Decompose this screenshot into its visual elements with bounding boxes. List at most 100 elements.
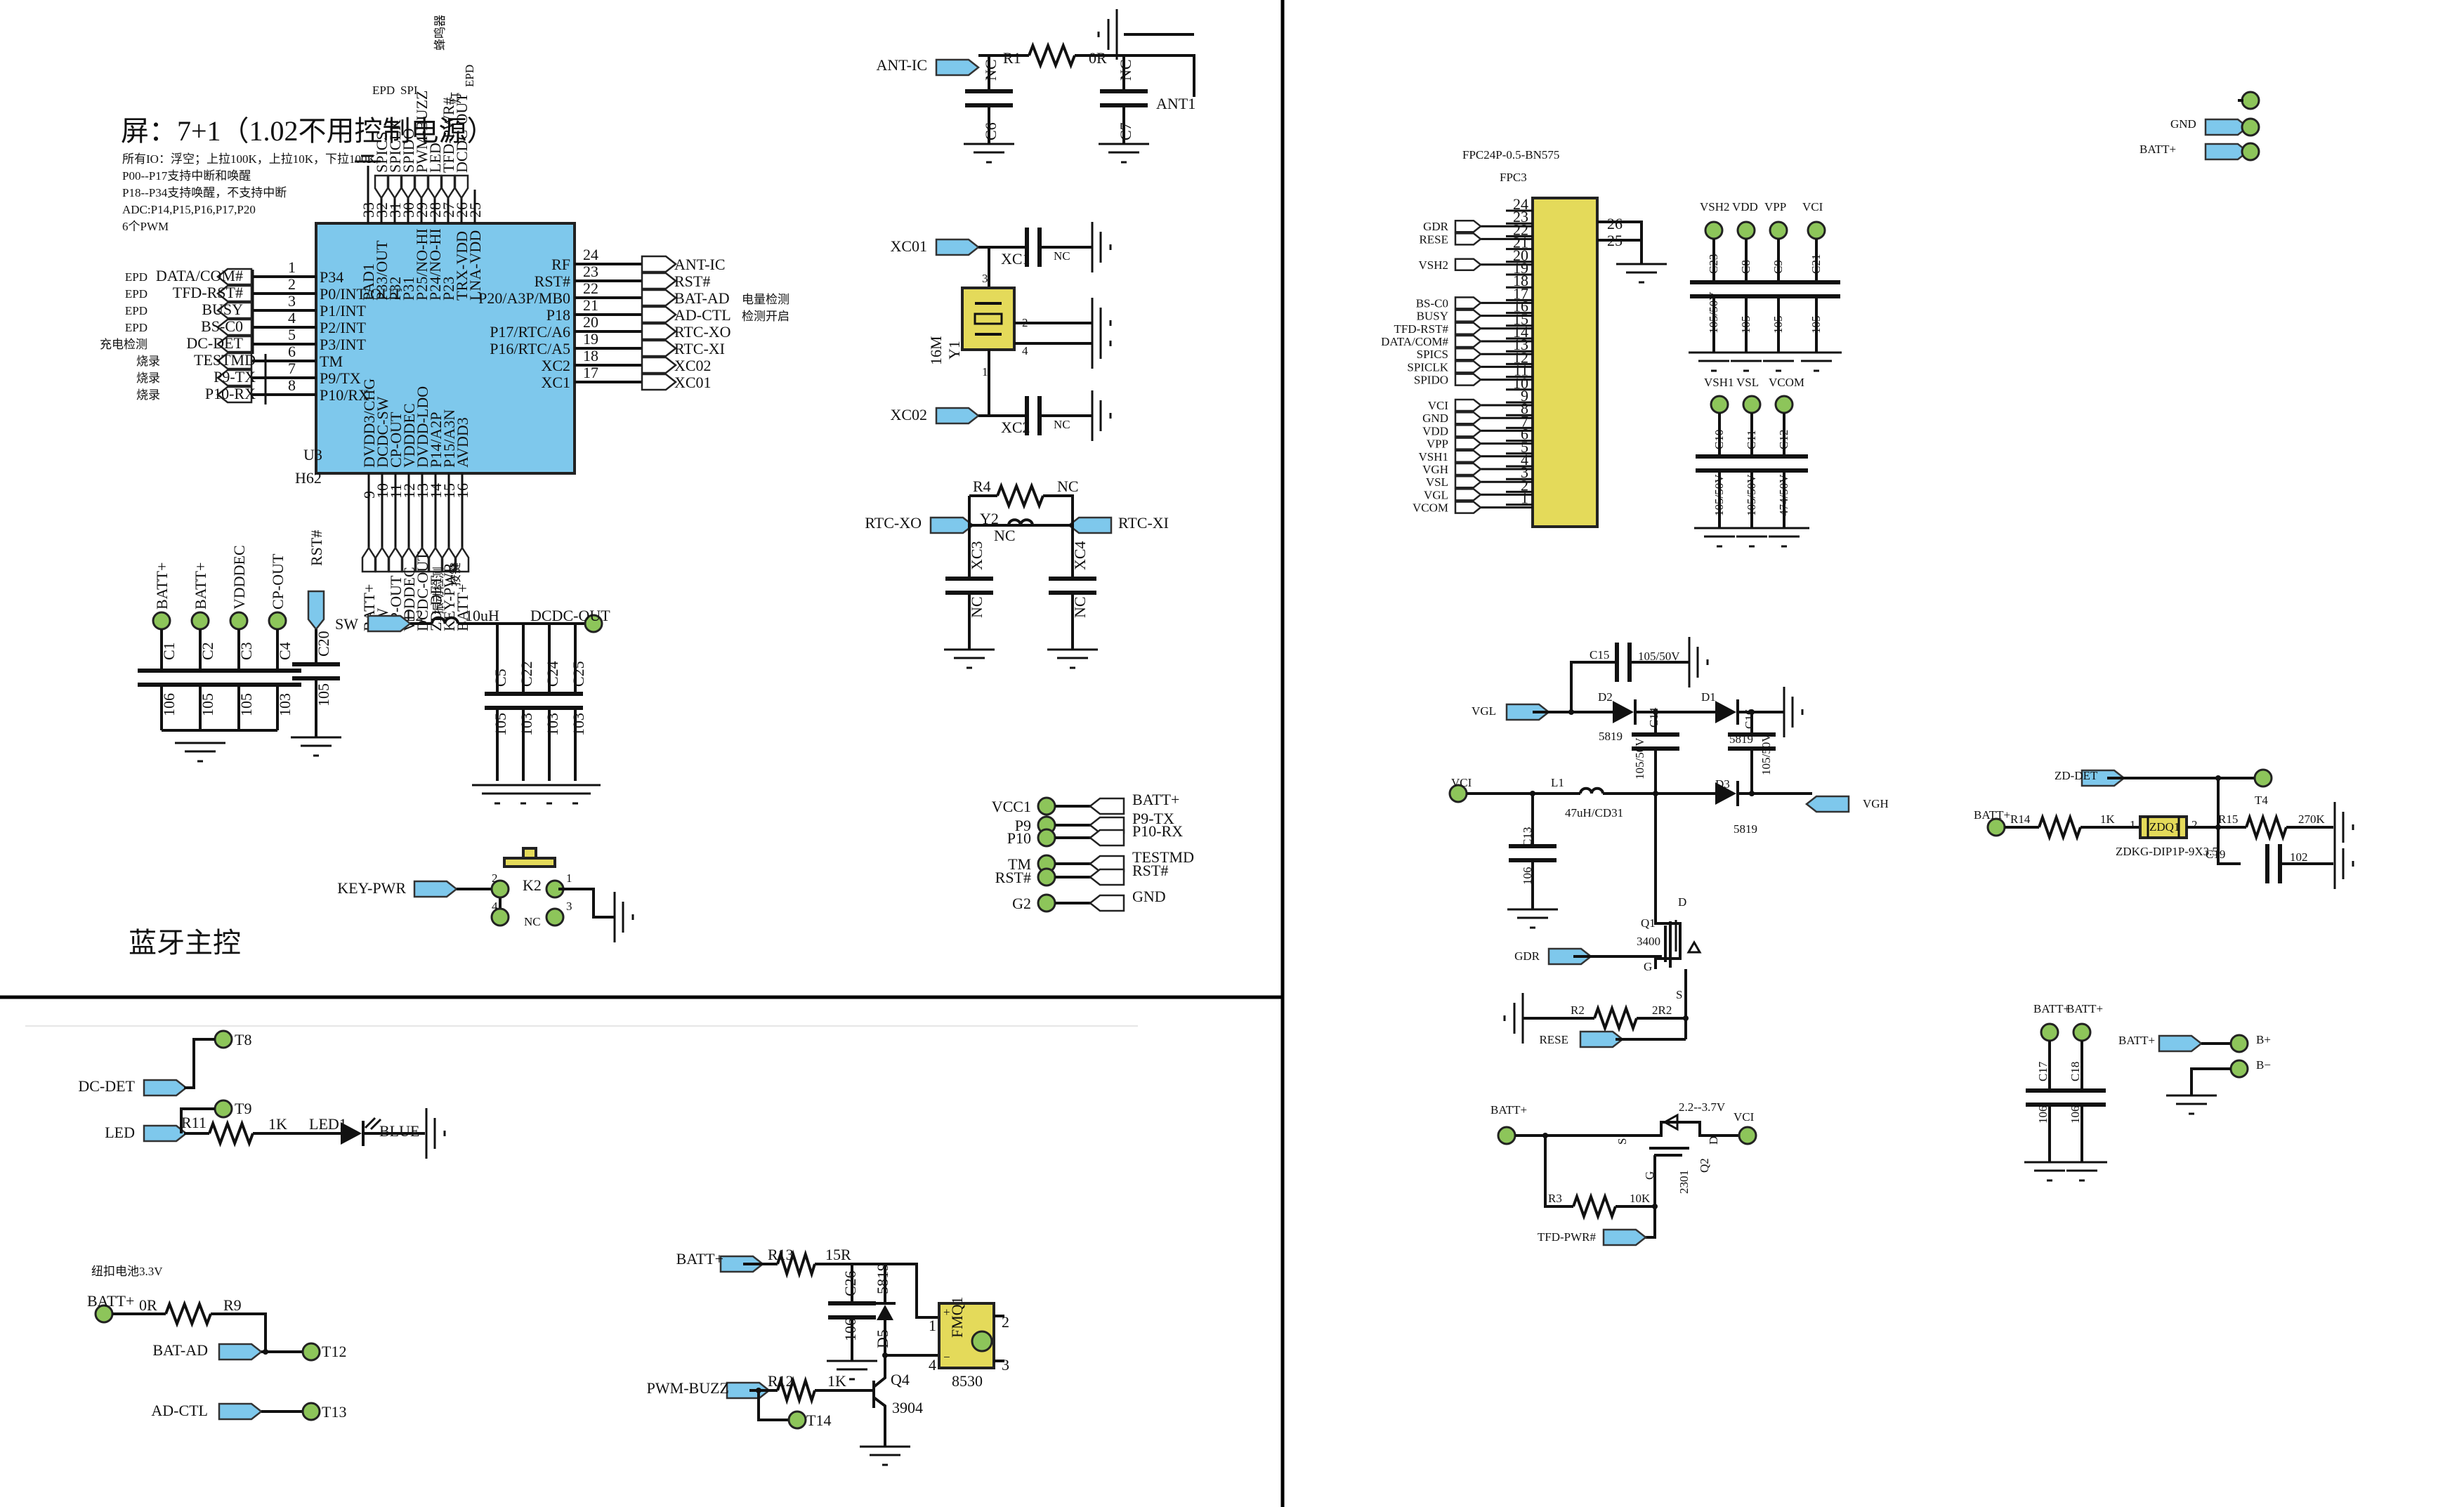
pin-number: 11 bbox=[387, 484, 405, 499]
led-light-icon bbox=[369, 1118, 382, 1131]
resistor-icon bbox=[164, 1300, 212, 1328]
pad-label: P9 bbox=[1015, 817, 1031, 834]
pin-number: 3 bbox=[566, 900, 572, 913]
bus-connector bbox=[1454, 296, 1483, 310]
test-point bbox=[1037, 796, 1056, 816]
section-title-bt-main: 蓝牙主控 bbox=[129, 927, 241, 959]
pin-name: P9/TX bbox=[320, 369, 361, 387]
pin-number: 11 bbox=[1514, 362, 1528, 379]
pin-number: 19 bbox=[583, 330, 598, 348]
resistor-value: 0R bbox=[1089, 49, 1107, 67]
bus-connector bbox=[641, 272, 678, 290]
net-label: SPIDO bbox=[400, 128, 417, 173]
net-label: P9-TX bbox=[214, 368, 256, 386]
wire bbox=[211, 1312, 267, 1352]
bus-connector bbox=[400, 174, 416, 200]
mosfet-part: 2301 bbox=[1677, 1170, 1691, 1194]
transistor-part: 3904 bbox=[892, 1399, 923, 1416]
net-label: XC01 bbox=[674, 374, 712, 391]
net-label: VPP bbox=[1764, 200, 1786, 213]
diode-ref: D5 bbox=[874, 1329, 891, 1348]
pin-number: 12 bbox=[400, 483, 418, 499]
bus-connector bbox=[216, 352, 253, 370]
buzzer-ref: FMQ1 bbox=[948, 1296, 966, 1338]
pin-name: P0/INT/OUT bbox=[320, 285, 402, 303]
net-label: DC-DET bbox=[186, 334, 243, 352]
pin-number: 2 bbox=[1521, 476, 1528, 494]
net-label: VSH2 bbox=[1700, 200, 1730, 213]
pin-name: P1/INT bbox=[320, 302, 367, 320]
cap-ref: C11 bbox=[1745, 430, 1758, 449]
cap-ref: C24 bbox=[544, 661, 561, 687]
antenna-ref: ANT1 bbox=[1156, 95, 1195, 112]
net-label: XC01 bbox=[890, 237, 927, 255]
pin-number: 21 bbox=[583, 296, 598, 314]
wire bbox=[1597, 221, 1643, 264]
pin-number: 2 bbox=[492, 871, 498, 885]
switch-contact bbox=[490, 879, 510, 899]
pin-number: 3 bbox=[982, 272, 988, 285]
buzzer-part: 8530 bbox=[952, 1372, 983, 1390]
net-label: BS-C0 bbox=[1416, 296, 1448, 310]
transistor-ref: Q4 bbox=[891, 1371, 910, 1388]
resistor-ref: R9 bbox=[223, 1296, 242, 1314]
pin-number: 15 bbox=[440, 483, 458, 499]
rese-port bbox=[1579, 1030, 1625, 1048]
resistor-ref: R13 bbox=[768, 1246, 794, 1263]
pin-number: 1 bbox=[982, 365, 988, 379]
pin-number: 14 bbox=[427, 483, 445, 499]
pin-number: 5 bbox=[288, 326, 296, 343]
cap-ref: C9 bbox=[1771, 260, 1785, 274]
net-label: VPP bbox=[1427, 437, 1448, 451]
net-label: VGH bbox=[1863, 797, 1889, 810]
bus-connector bbox=[1454, 437, 1483, 450]
bus-connector bbox=[427, 174, 443, 200]
cap-value: 102 bbox=[2290, 850, 2308, 864]
net-label: DCDC-OUT bbox=[530, 607, 610, 624]
bus-connector bbox=[1454, 258, 1483, 272]
pin-name: P14/A2P bbox=[427, 412, 445, 468]
bus-connector bbox=[641, 339, 678, 357]
rtc-xo-port bbox=[929, 516, 975, 534]
bus-connector bbox=[641, 289, 678, 307]
pin-name: CP-OUT bbox=[387, 412, 405, 468]
resistor-ref: R14 bbox=[2010, 812, 2031, 826]
pin-name: DVDD3/CHG bbox=[360, 379, 378, 468]
pin-note: 充电检测 bbox=[100, 338, 148, 351]
led-port bbox=[143, 1124, 188, 1143]
mcu-ref: U3 bbox=[303, 446, 322, 463]
junction-dot bbox=[1683, 1015, 1689, 1021]
resistor-value: 15R bbox=[825, 1246, 851, 1263]
note-line: P00--P17支持中断和唤醒 bbox=[122, 169, 251, 183]
resistor-ref: R15 bbox=[2218, 812, 2238, 826]
rtc-xi-port bbox=[1067, 516, 1113, 534]
mosfet-body-diode-icon bbox=[1686, 940, 1702, 954]
net-label: GDR bbox=[1514, 949, 1540, 963]
bus-connector bbox=[641, 255, 678, 273]
cap-value: NC bbox=[1054, 418, 1070, 431]
test-point-t8 bbox=[214, 1029, 233, 1049]
net-label: VCI bbox=[1802, 200, 1823, 213]
cap-ref: C8 bbox=[1739, 260, 1752, 274]
cap-value: NC bbox=[1054, 249, 1070, 263]
net-label: RTC-XO bbox=[865, 514, 922, 532]
pin-number: 8 bbox=[288, 376, 296, 394]
inductor-l1-icon bbox=[1579, 787, 1604, 794]
pin-name: P31 bbox=[400, 277, 417, 301]
mosfet-ref: Q1 bbox=[1641, 916, 1656, 930]
pin-name: TM bbox=[320, 353, 343, 370]
bus-connector bbox=[216, 318, 253, 336]
note-line: P18--P34支持唤醒，不支持中断 bbox=[122, 186, 287, 199]
test-point-label: T4 bbox=[2255, 794, 2268, 807]
cap-ref: C7 bbox=[1117, 122, 1134, 140]
cap-value: 106 bbox=[2036, 1106, 2050, 1124]
pin-name: P23 bbox=[440, 277, 457, 301]
bus-connector bbox=[1454, 360, 1483, 374]
wire bbox=[2190, 1067, 2231, 1095]
net-label: VDD bbox=[1422, 424, 1448, 437]
bus-connector bbox=[1454, 334, 1483, 348]
fpc-part: FPC24P-0.5-BN575 bbox=[1462, 148, 1559, 162]
net-label: VGH bbox=[1422, 463, 1448, 476]
net-label: BUSY bbox=[202, 301, 243, 318]
net-label: BATT+ bbox=[1490, 1103, 1527, 1117]
